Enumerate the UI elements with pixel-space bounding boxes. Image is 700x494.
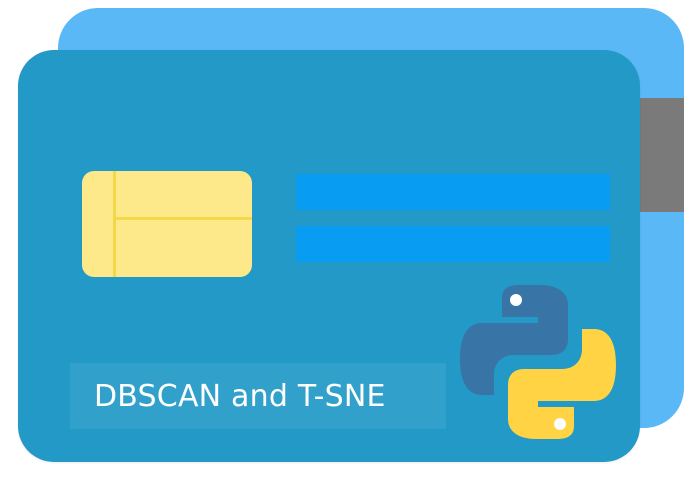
card-stripe-bottom <box>296 226 610 262</box>
python-logo-icon <box>460 285 616 439</box>
python-blue-snake <box>460 285 568 395</box>
python-yellow-snake <box>508 329 616 439</box>
chip-vertical-line <box>113 171 116 277</box>
title-text: DBSCAN and T-SNE <box>94 378 386 414</box>
front-card: DBSCAN and T-SNE <box>18 50 640 462</box>
card-chip-icon <box>82 171 252 277</box>
chip-horizontal-line <box>116 217 252 220</box>
python-yellow-eye <box>554 418 566 430</box>
card-stripe-top <box>296 174 610 210</box>
magnetic-strip <box>640 98 684 212</box>
title-box: DBSCAN and T-SNE <box>70 363 446 429</box>
python-blue-eye <box>510 294 522 306</box>
